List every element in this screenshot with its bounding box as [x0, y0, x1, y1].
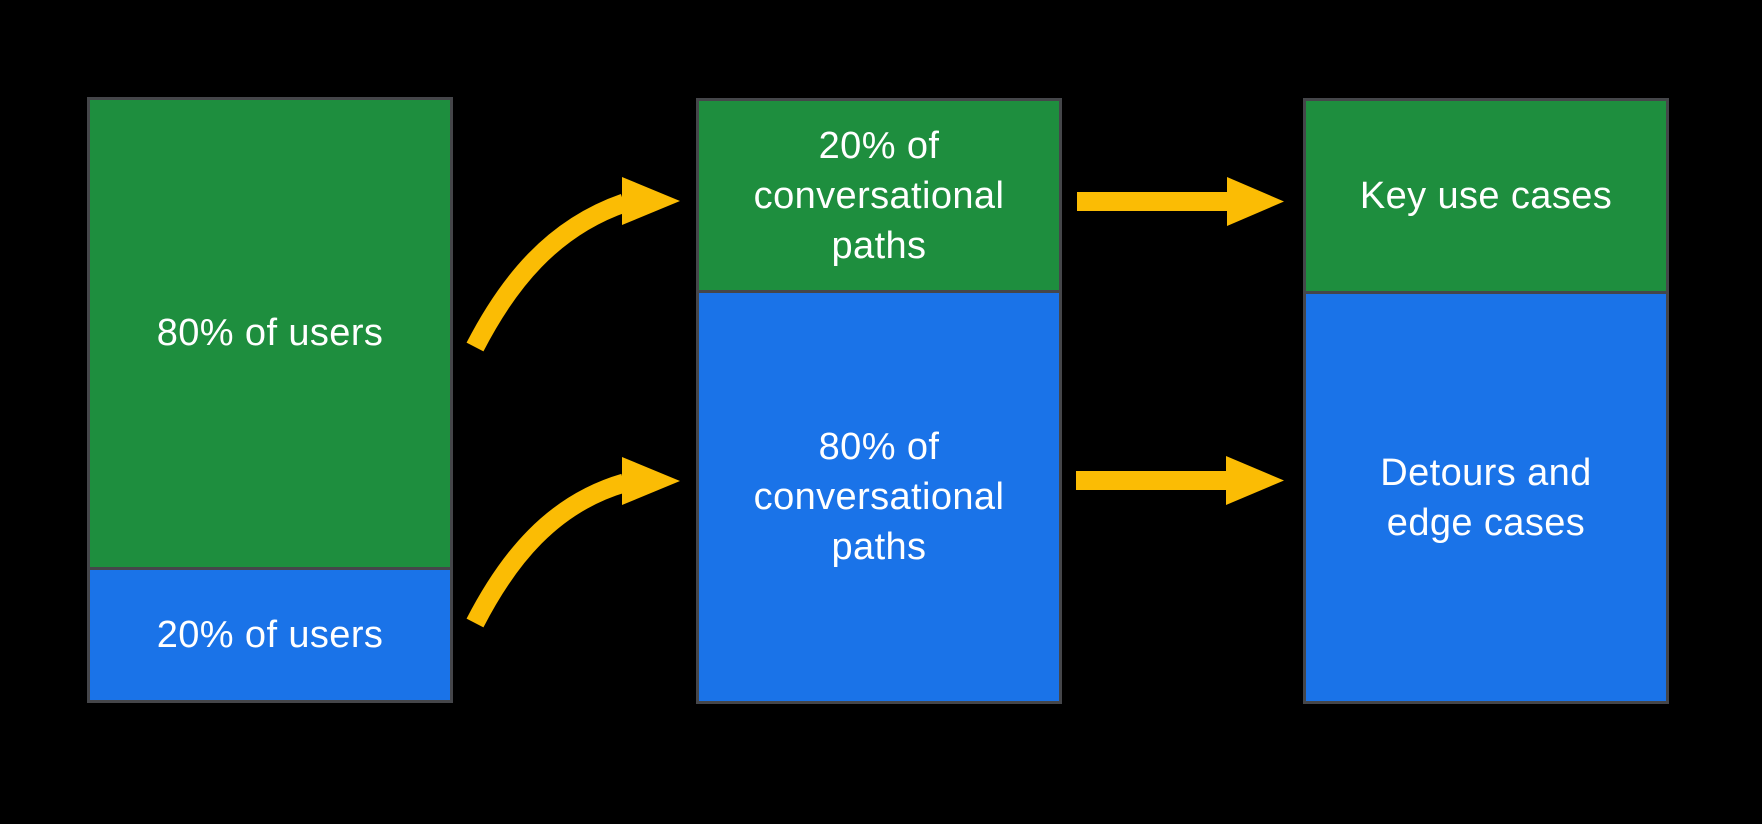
bar-use-cases-green-segment: Key use cases: [1306, 101, 1666, 292]
curved-arrow-top-icon: [466, 177, 680, 352]
straight-arrow-bottom-icon: [1076, 456, 1284, 505]
bar-users-green-segment: 80% of users: [90, 100, 450, 567]
bar-paths-green-segment: 20% of conversational paths: [699, 101, 1059, 290]
bar-paths-blue-segment: 80% of conversational paths: [699, 290, 1059, 701]
bar-paths-blue-label: 80% of conversational paths: [753, 426, 1005, 568]
bar-users-blue-segment: 20% of users: [90, 566, 450, 700]
straight-arrow-top-icon: [1077, 177, 1284, 226]
curved-arrow-bottom-icon: [466, 457, 680, 628]
bar-conversational-paths: 20% of conversational paths 80% of conve…: [696, 98, 1062, 704]
bar-use-cases-green-label: Key use cases: [1359, 175, 1613, 218]
bar-paths-green-label: 20% of conversational paths: [753, 124, 1005, 267]
bar-use-cases-blue-segment: Detours and edge cases: [1306, 291, 1666, 701]
bar-users-green-label: 80% of users: [156, 312, 384, 355]
bar-use-cases: Key use cases Detours and edge cases: [1303, 98, 1669, 704]
bar-users-blue-label: 20% of users: [156, 613, 384, 656]
bar-use-cases-blue-label: Detours and edge cases: [1380, 451, 1592, 544]
bar-users: 80% of users 20% of users: [87, 97, 453, 703]
